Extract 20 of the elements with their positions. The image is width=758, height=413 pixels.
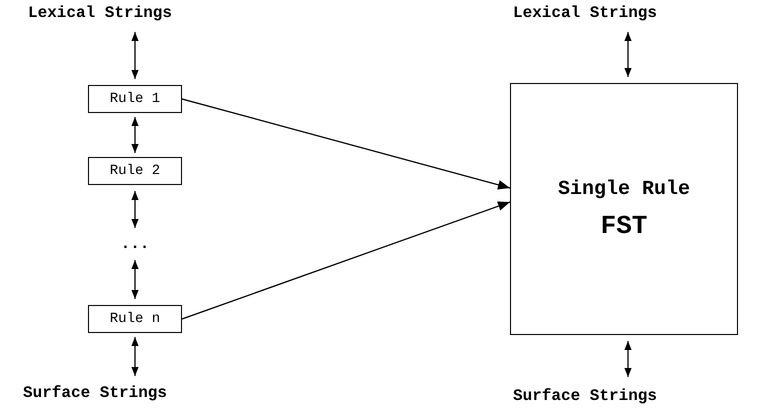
text-label: Surface Strings: [22, 384, 168, 402]
ellipsis: ...: [120, 235, 150, 253]
rule-label: Rule 1: [110, 91, 160, 107]
rule-label: Rule n: [110, 311, 160, 327]
fst-label: FST: [600, 210, 648, 240]
text-label: Lexical Strings: [512, 4, 658, 22]
text-label: Lexical Strings: [28, 4, 172, 22]
rule-title: Single Rule: [558, 178, 690, 200]
text-label: Surface Strings: [512, 387, 658, 405]
arrow: [131, 191, 139, 228]
arrow: [131, 260, 139, 299]
arrow: [182, 98, 510, 190]
arrow: [624, 32, 632, 77]
arrow: [182, 201, 510, 320]
arrow: [131, 337, 139, 376]
arrow: [624, 341, 632, 377]
rule-label: Rule 2: [110, 163, 160, 179]
arrow: [131, 117, 139, 153]
fst-box: [510, 83, 738, 335]
arrow: [131, 32, 139, 79]
